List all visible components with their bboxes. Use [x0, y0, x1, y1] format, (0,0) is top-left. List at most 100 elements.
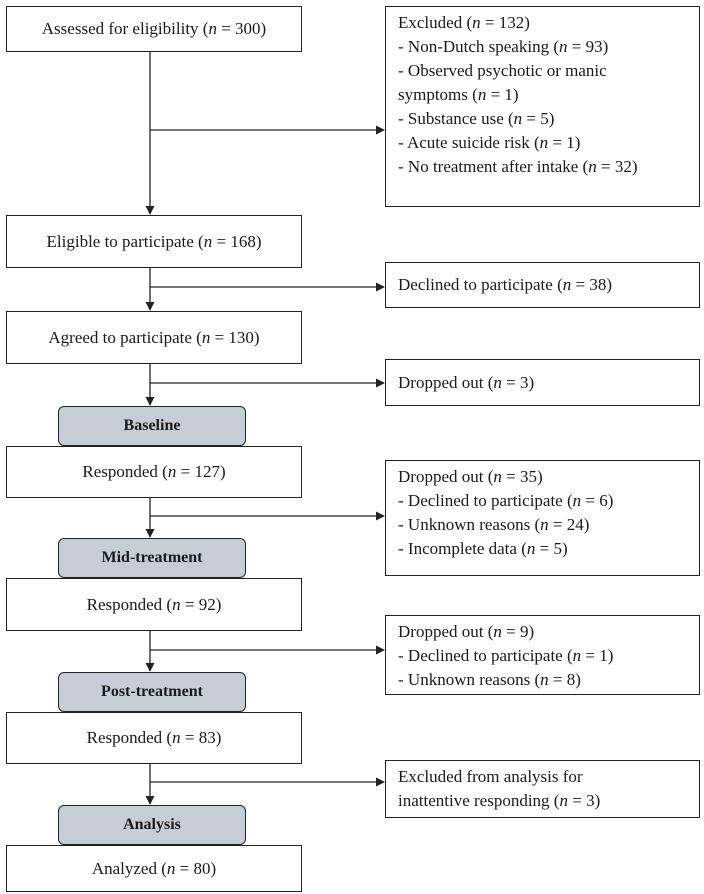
- n-value: 300: [235, 19, 261, 38]
- n-symbol: n: [203, 231, 213, 251]
- box-agreed: Agreed to participate (n = 130): [6, 311, 302, 364]
- n-value: 3: [586, 791, 595, 810]
- close-paren: ): [528, 372, 535, 392]
- box-label: Eligible to participate (n = 168): [47, 230, 262, 254]
- equals-sign: =: [176, 462, 195, 481]
- equals-sign: =: [501, 622, 520, 641]
- n-symbol: n: [493, 372, 502, 392]
- close-paren: ): [219, 462, 226, 481]
- list-item: - Substance use (n = 5): [398, 107, 687, 131]
- label-text: - Unknown reasons (: [398, 515, 541, 534]
- label-text: - Substance use (: [398, 109, 514, 128]
- close-paren: ): [528, 622, 535, 641]
- stage-baseline: Baseline: [58, 406, 246, 446]
- label-text: inattentive responding (: [398, 791, 560, 810]
- equals-sign: =: [548, 133, 567, 152]
- equals-sign: =: [480, 13, 499, 32]
- stage-post-treatment: Post-treatment: [58, 672, 246, 712]
- label-text: Eligible to participate (: [46, 231, 204, 251]
- label-text: Excluded (: [398, 13, 473, 32]
- close-paren: ): [602, 37, 609, 56]
- list-item: Declined to participate (n = 38): [398, 273, 612, 297]
- label-text: - Non-Dutch speaking (: [398, 37, 559, 56]
- box-resp-baseline: Responded (n = 127): [6, 446, 302, 498]
- n-symbol: n: [559, 37, 568, 56]
- n-symbol: n: [539, 133, 549, 152]
- n-value: 80: [193, 858, 211, 878]
- list-item: - Observed psychotic or manic: [398, 59, 687, 83]
- n-value: 3: [519, 372, 529, 392]
- close-paren: ): [607, 491, 614, 510]
- close-paren: ): [215, 728, 222, 747]
- list-item: Excluded from analysis for: [398, 765, 687, 789]
- list-item: inattentive responding (n = 3): [398, 789, 687, 813]
- n-value: 1: [566, 133, 575, 152]
- n-symbol: n: [540, 515, 549, 534]
- box-label: Responded (n = 92): [87, 593, 222, 617]
- n-symbol: n: [201, 327, 211, 347]
- n-symbol: n: [493, 467, 502, 486]
- n-symbol: n: [493, 622, 502, 641]
- equals-sign: =: [180, 594, 199, 614]
- equals-sign: =: [210, 327, 229, 347]
- n-value: 8: [566, 670, 576, 689]
- close-paren: ): [583, 515, 590, 534]
- label-text: - Declined to participate (: [398, 646, 573, 665]
- n-value: 35: [519, 467, 537, 486]
- label-text: symptoms (: [398, 85, 478, 104]
- equals-sign: =: [581, 646, 600, 665]
- box-label: Responded (n = 83): [87, 726, 222, 750]
- n-symbol: n: [513, 109, 523, 128]
- list-item: symptoms (n = 1): [398, 83, 687, 107]
- box-resp-mid: Responded (n = 92): [6, 578, 302, 631]
- list-item: Dropped out (n = 9): [398, 620, 687, 644]
- n-value: 1: [504, 85, 513, 104]
- equals-sign: =: [180, 728, 199, 747]
- label-text: - Incomplete data (: [398, 539, 527, 558]
- close-paren: ): [548, 109, 555, 128]
- label-text: Responded (: [86, 594, 173, 614]
- n-symbol: n: [572, 491, 582, 510]
- close-paren: ): [210, 858, 217, 878]
- n-value: 9: [519, 622, 529, 641]
- equals-sign: =: [212, 231, 231, 251]
- n-symbol: n: [559, 791, 568, 810]
- list-item: - Unknown reasons (n = 24): [398, 513, 687, 537]
- n-value: 5: [553, 539, 562, 558]
- close-paren: ): [574, 133, 581, 152]
- label-text: Agreed to participate (: [48, 327, 202, 347]
- equals-sign: =: [548, 670, 567, 689]
- equals-sign: =: [522, 109, 541, 128]
- box-label: Assessed for eligibility (n = 300): [42, 17, 266, 41]
- close-paren: ): [607, 646, 614, 665]
- n-symbol: n: [572, 646, 582, 665]
- equals-sign: =: [567, 37, 586, 56]
- box-label: Responded (n = 127): [82, 460, 225, 484]
- close-paren: ): [253, 327, 260, 347]
- n-symbol: n: [472, 13, 481, 32]
- n-symbol: n: [172, 594, 181, 614]
- equals-sign: =: [567, 791, 587, 810]
- n-symbol: n: [167, 462, 177, 481]
- box-label: Agreed to participate (n = 130): [48, 326, 259, 350]
- n-value: 6: [599, 491, 608, 510]
- close-paren: ): [260, 19, 267, 38]
- equals-sign: =: [216, 19, 236, 38]
- n-value: 132: [498, 13, 525, 32]
- n-value: 83: [198, 728, 216, 747]
- box-dropped-3: Dropped out (n = 9)- Declined to partici…: [385, 615, 700, 695]
- n-symbol: n: [208, 19, 217, 38]
- label-text: Dropped out (: [398, 372, 494, 392]
- box-resp-post: Responded (n = 83): [6, 712, 302, 764]
- label-text: Responded (: [86, 728, 173, 747]
- equals-sign: =: [501, 467, 520, 486]
- n-value: 5: [540, 109, 549, 128]
- list-item: - Declined to participate (n = 1): [398, 644, 687, 668]
- box-dropped-2: Dropped out (n = 35)- Declined to partic…: [385, 460, 700, 576]
- n-value: 92: [198, 594, 216, 614]
- label-text: Dropped out (: [398, 622, 494, 641]
- box-eligible: Eligible to participate (n = 168): [6, 215, 302, 268]
- box-declined: Declined to participate (n = 38): [385, 262, 700, 308]
- label-text: - Declined to participate (: [398, 491, 573, 510]
